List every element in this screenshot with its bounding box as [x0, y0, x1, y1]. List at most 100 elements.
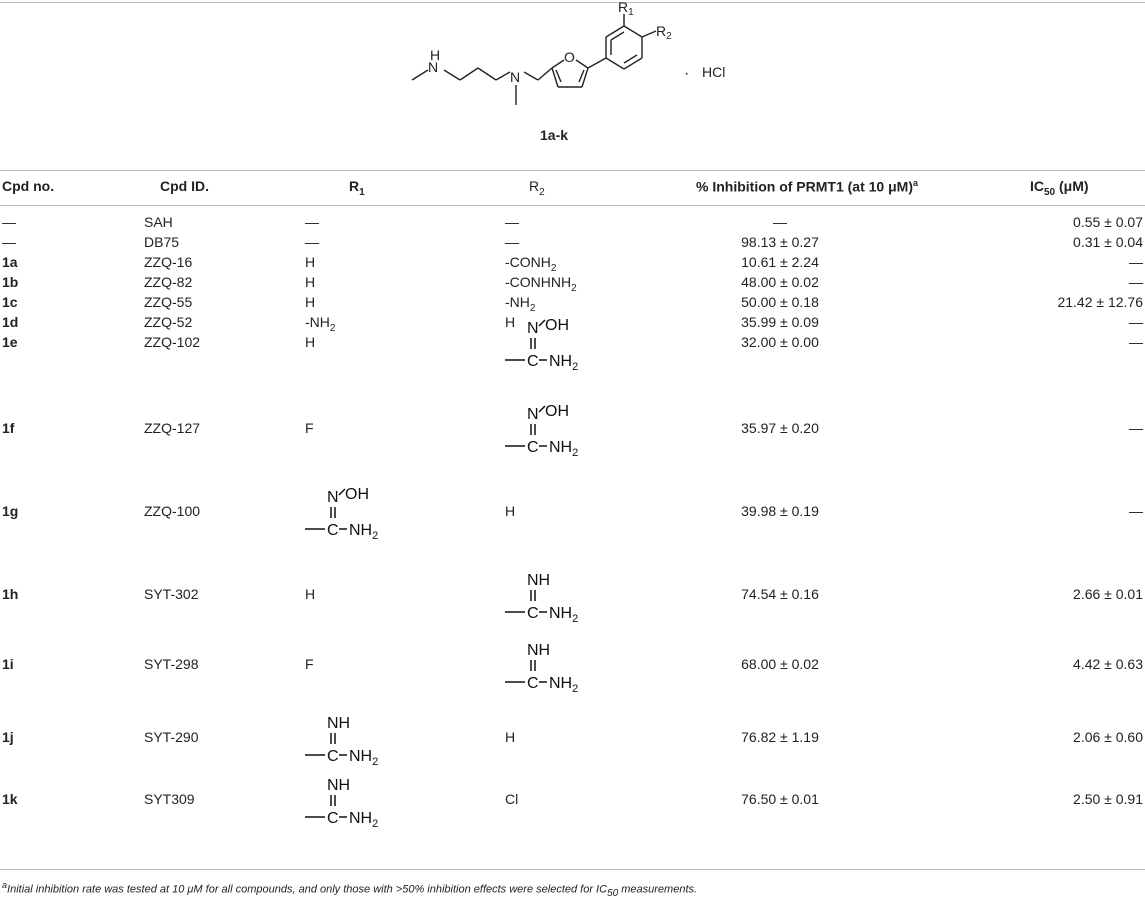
row-5-cpd-id-text: ZZQ-52: [144, 314, 193, 330]
tertiary-n-label: N: [510, 69, 520, 85]
row-11-r2-text: H: [505, 729, 516, 745]
amidoxime-c-label: C: [327, 522, 339, 539]
amidoxime-c-label: C: [527, 353, 539, 370]
amidine-c-label: C: [527, 675, 539, 692]
row-6-inhibition: 32.00 ± 0.00: [741, 334, 819, 350]
row-6-ic50: —: [1129, 334, 1143, 350]
header-top-rule: [0, 170, 1145, 171]
row-4-inhibition-text: 50.00 ± 0.18: [741, 294, 819, 310]
row-12-ic50-text: 2.50 ± 0.91: [1073, 791, 1143, 807]
nh-n-label: N: [428, 59, 438, 75]
salt-dot: ·: [684, 65, 689, 82]
row-7-cpd-no: 1f: [2, 420, 14, 436]
row-5-r2: H: [505, 314, 515, 330]
row-4-ic50-text: 21.42 ± 12.76: [1057, 294, 1143, 310]
row-10-cpd-id: SYT-298: [144, 656, 198, 672]
row-3-r2: -CONHNH2: [505, 274, 577, 293]
amidoxime-nh2-label: NH2: [549, 439, 578, 458]
amidoxime-n-label: N: [527, 320, 539, 337]
row-8-cpd-id: ZZQ-100: [144, 503, 200, 519]
row-2-cpd-no: 1a: [2, 254, 18, 270]
scaffold-caption: 1a-k: [540, 127, 568, 143]
row-4-r1-text: H: [305, 294, 316, 310]
amidine-c-label: C: [327, 810, 339, 827]
amidoxime-c-label: C: [527, 439, 539, 456]
header-cpd-no: Cpd no.: [2, 178, 55, 194]
row-12-r2: Cl: [505, 791, 518, 807]
row-2-r1: H: [305, 254, 315, 270]
row-4-cpd-id-text: ZZQ-55: [144, 294, 193, 310]
row-11-ic50-text: 2.06 ± 0.60: [1073, 729, 1143, 745]
row-4-r2: -NH2: [505, 294, 535, 313]
scaffold-r2-label: R2: [656, 23, 672, 42]
row-4-cpd-no-text: 1c: [2, 294, 18, 310]
amidine-nh-label: NH: [527, 572, 550, 589]
row-4-cpd-no: 1c: [2, 294, 18, 310]
row-1-r2: —: [505, 234, 519, 250]
row-2-ic50: —: [1129, 254, 1143, 270]
row-0-cpd-no-text: —: [2, 214, 16, 230]
row-3-r1: H: [305, 274, 315, 290]
row-2-r2-sub: 2: [550, 262, 557, 274]
row-10-cpd-no-text: 1i: [2, 656, 14, 672]
row-3-cpd-no-text: 1b: [2, 274, 19, 290]
row-3-ic50: —: [1129, 274, 1143, 290]
row-12-inhibition-text: 76.50 ± 0.01: [741, 791, 819, 807]
row-3-ic50-text: —: [1129, 274, 1143, 290]
row-0-r2-text: —: [505, 214, 519, 230]
row-7-cpd-id: ZZQ-127: [144, 420, 200, 436]
amidoxime-nh2-label: NH2: [549, 353, 578, 372]
row-5-cpd-no-text: 1d: [2, 314, 19, 330]
row-9-inhibition-text: 74.54 ± 0.16: [741, 586, 819, 602]
row-10-r1-text: F: [305, 656, 314, 672]
row-6-cpd-no: 1e: [2, 334, 18, 350]
row-7-inhibition-text: 35.97 ± 0.20: [741, 420, 819, 436]
row-8-inhibition: 39.98 ± 0.19: [741, 503, 819, 519]
amidine-nh-label: NH: [527, 642, 550, 659]
amidine-nh-label: NH: [327, 777, 350, 794]
row-9-ic50: 2.66 ± 0.01: [1073, 586, 1143, 602]
amidoxime-oh-label: OH: [345, 486, 369, 503]
row-11-cpd-id: SYT-290: [144, 729, 198, 745]
row-5-r2-text: H: [505, 314, 516, 330]
header-ic50: IC50 (μM): [1030, 178, 1089, 198]
row-3-r2-text: -CONHNH: [505, 274, 572, 290]
row-0-inhibition: —: [773, 214, 787, 230]
row-10-inhibition-text: 68.00 ± 0.02: [741, 656, 819, 672]
row-1-inhibition-text: 98.13 ± 0.27: [741, 234, 819, 250]
header-r2: R2: [529, 178, 545, 198]
row-3-cpd-id: ZZQ-82: [144, 274, 192, 290]
row-3-cpd-no: 1b: [2, 274, 18, 290]
row-8-r2-text: H: [505, 503, 516, 519]
row-11-cpd-id-text: SYT-290: [144, 729, 199, 745]
row-5-ic50: —: [1129, 314, 1143, 330]
row-12-cpd-no: 1k: [2, 791, 18, 807]
row-0-r1: —: [305, 214, 319, 230]
row-11-cpd-no-text: 1j: [2, 729, 14, 745]
row-0-r1-text: —: [305, 214, 319, 230]
row-4-ic50: 21.42 ± 12.76: [1057, 294, 1143, 310]
table-top-rule: [0, 2, 1145, 3]
row-2-r2-text: -CONH: [505, 254, 551, 270]
header-inhibition: % Inhibition of PRMT1 (at 10 μM)a: [696, 178, 919, 195]
row-9-cpd-no-text: 1h: [2, 586, 19, 602]
scaffold-r1-label: R1: [618, 0, 634, 18]
row-9-r1-text: H: [305, 586, 316, 602]
row-12-r2-text: Cl: [505, 791, 519, 807]
row-12-inhibition: 76.50 ± 0.01: [741, 791, 819, 807]
row-3-r1-text: H: [305, 274, 316, 290]
amidoxime-n-label: N: [527, 406, 539, 423]
row-8-inhibition-text: 39.98 ± 0.19: [741, 503, 819, 519]
row-7-ic50: —: [1129, 420, 1143, 436]
row-7-cpd-id-text: ZZQ-127: [144, 420, 201, 436]
row-7-r1-text: F: [305, 420, 314, 436]
row-11-r2: H: [505, 729, 515, 745]
